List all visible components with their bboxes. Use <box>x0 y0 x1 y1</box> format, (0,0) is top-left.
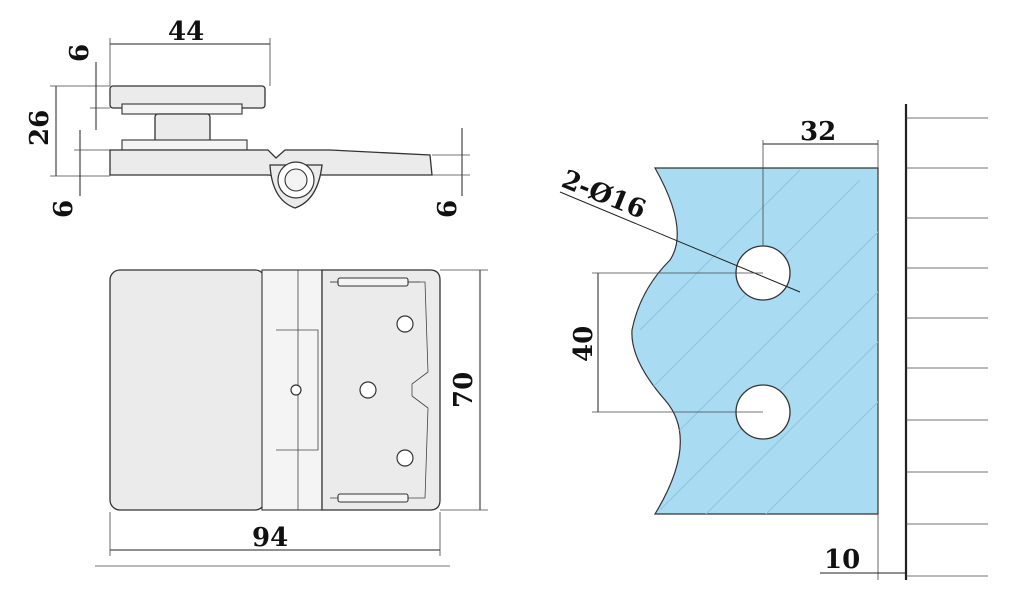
screw-hole-top <box>396 315 414 333</box>
dim-label-hole-diameter: 2-Ø16 <box>557 165 650 226</box>
lower-clamp-plate <box>109 149 433 179</box>
dim-label-top-thickness: 6 <box>65 44 95 62</box>
center-boss <box>154 113 211 143</box>
dim-label-hole-spacing-vertical: 40 <box>569 326 599 362</box>
hinge-front-view: 70 94 <box>95 269 488 567</box>
screw-hole-middle <box>359 381 377 399</box>
glass-panel <box>631 167 879 515</box>
spine-screw-hole <box>290 384 302 396</box>
dim-label-front-width: 94 <box>252 523 288 553</box>
upper-gasket <box>121 103 243 115</box>
glass-cutout-view: 32 2-Ø16 40 10 <box>557 104 988 580</box>
dim-label-wall-gap: 10 <box>824 545 860 575</box>
screw-hole-bottom <box>396 449 414 467</box>
pivot-inner <box>284 168 308 192</box>
lower-gasket <box>121 139 248 151</box>
hinge-top-view: 44 6 26 6 6 <box>25 17 470 218</box>
hole-diameter-leader <box>559 191 801 293</box>
right-leaf <box>321 269 441 511</box>
right-leaf-inner-profile <box>330 281 429 499</box>
spine-slot <box>276 329 319 451</box>
dim-label-front-height: 70 <box>449 372 479 408</box>
top-bracket <box>337 277 409 287</box>
wall-hatch <box>906 117 988 577</box>
bottom-bracket <box>337 493 409 503</box>
dim-label-left-bottom-thickness: 6 <box>49 200 79 218</box>
dim-label-right-bottom-thickness: 6 <box>433 200 463 218</box>
dim-label-hole-spacing-horizontal: 32 <box>800 117 836 147</box>
dim-label-top-width: 44 <box>168 17 204 47</box>
dim-label-overall-height: 26 <box>25 110 55 146</box>
left-leaf <box>109 269 266 511</box>
